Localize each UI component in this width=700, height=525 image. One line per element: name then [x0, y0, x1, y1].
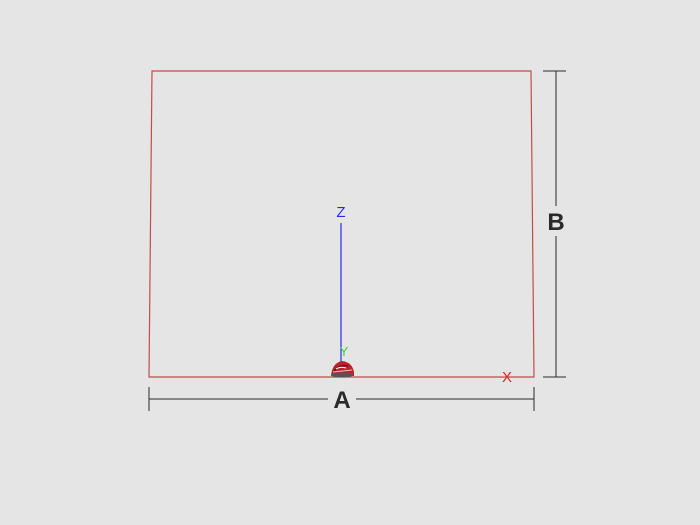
helmet-icon[interactable] — [331, 361, 354, 378]
z-axis: Z — [336, 204, 346, 362]
y-axis-label: Y — [340, 344, 349, 359]
x-axis-label: X — [502, 369, 512, 386]
dimension-b: B — [543, 70, 566, 378]
dimension-a-label: A — [333, 387, 350, 414]
z-axis-label: Z — [336, 204, 345, 221]
dimension-b-label: B — [547, 209, 564, 236]
frame-outline — [148, 70, 535, 378]
dimension-a: A — [148, 387, 535, 414]
